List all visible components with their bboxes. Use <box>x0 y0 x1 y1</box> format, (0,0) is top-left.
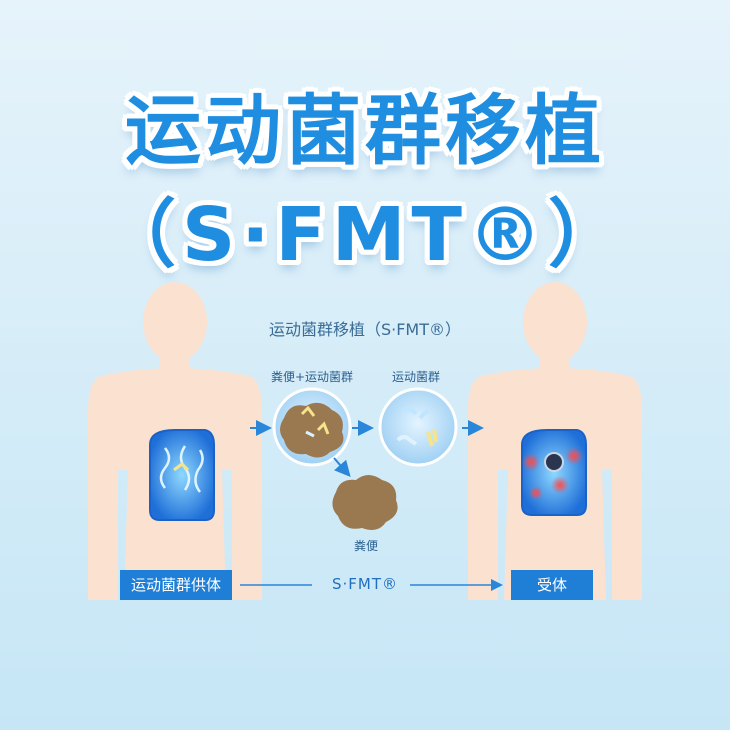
recipient-intestine-icon <box>521 429 587 516</box>
step2-label: 运动菌群 <box>391 370 440 384</box>
step1-label: 粪便+运动菌群 <box>270 370 354 384</box>
recipient-label-box: 受体 <box>511 570 593 600</box>
donor-intestine-icon <box>149 429 215 521</box>
arrow-sample-to-feces <box>333 457 351 478</box>
feces-byproduct <box>332 475 398 530</box>
main-title: 运动菌群移植 <box>125 86 605 175</box>
flow-label: S·FMT® <box>331 575 399 593</box>
main-subtitle: （S·FMT®） <box>101 192 629 278</box>
stool-sample-circle <box>272 387 352 467</box>
microbiota-circle <box>378 387 458 467</box>
byproduct-label: 粪便 <box>353 539 378 553</box>
diagram-heading: 运动菌群移植（S·FMT®） <box>268 320 462 339</box>
donor-label-box: 运动菌群供体 <box>120 570 232 600</box>
